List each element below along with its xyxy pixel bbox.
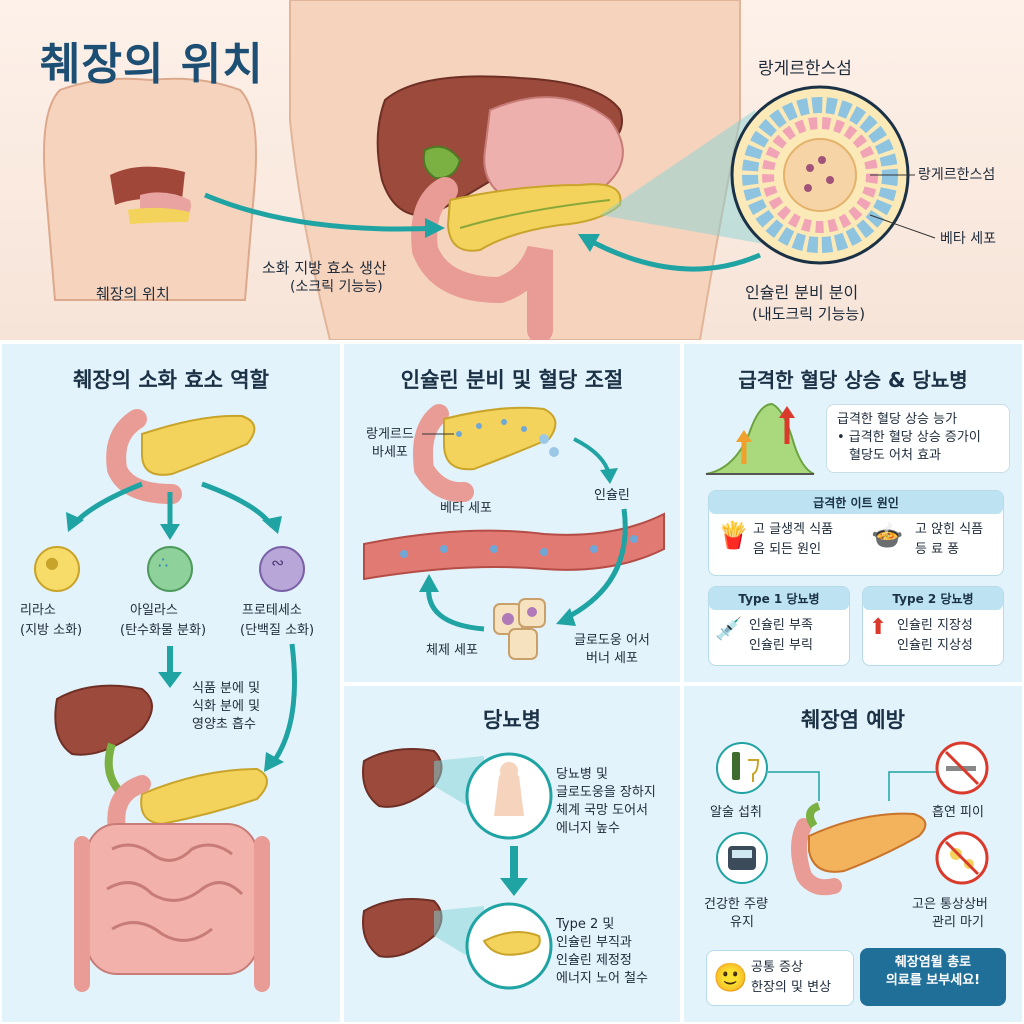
- insulin-arrow: [583, 235, 762, 272]
- location-section: 췌장의 위치 췌장의 위치 소화 지방 효소 생산 (소크릭 기능능) 랑게르한…: [0, 0, 1024, 340]
- insulin-panel: 인슐린 분비 및 혈당 조절 랑게르: [342, 342, 682, 684]
- insulin-pen-icon: 💉: [715, 617, 743, 642]
- rich-food-icon: 🍲: [871, 521, 904, 551]
- prevention-illustration: [716, 741, 989, 896]
- diabetes-line: 에너지 높수: [556, 821, 620, 836]
- cause-line: 등 료 퐁: [915, 542, 960, 557]
- enzyme-name: 리라소: [20, 603, 56, 618]
- callout-line: 급격한 혈당 상승 능가: [837, 412, 958, 427]
- type1-box: Type 1 당뇨병 💉 인슐린 부족 인슐린 부릭: [708, 586, 850, 666]
- diabetes-line: 인슐린 제정정: [556, 953, 632, 968]
- type1-line: 인슐린 부릭: [749, 638, 813, 653]
- symptom-line: 공통 증상: [751, 960, 803, 975]
- cause-line: 고 앉힌 식픔: [915, 522, 984, 537]
- cause-line: 음 되든 원인: [753, 542, 822, 557]
- absorption-line: 영양초 흡수: [192, 717, 256, 732]
- symptom-box: 🙂 공통 증상 한장의 및 변상: [706, 950, 854, 1006]
- glucose-spike-panel: 급격한 혈당 상승 & 당뇨병 급격한 혈당 상승 능가 • 급격한 혈당 상승…: [682, 342, 1024, 684]
- enzyme-role: (지방 소화): [20, 623, 83, 638]
- alcohol-label: 알술 섭취: [710, 805, 762, 820]
- enzyme-name: 프로테세소: [242, 603, 302, 618]
- insulin-illustration: [363, 404, 665, 660]
- enzyme-role: (단백질 소화): [240, 623, 315, 638]
- prevention-title: 췌장염 예방: [801, 708, 905, 732]
- insulin-label: 인슐린: [594, 488, 630, 503]
- digestive-title: 췌장의 소화 효소 역할: [73, 368, 269, 392]
- endocrine-label: 인슐린 분비 분이: [745, 283, 859, 302]
- cause-header: 급격한 이트 원인: [709, 491, 1003, 514]
- spike-title: 급격한 혈당 상승 & 당뇨병: [738, 368, 968, 392]
- enzyme-circle: [34, 546, 80, 592]
- weight-label: 유지: [730, 915, 754, 930]
- type1-header: Type 1 당뇨병: [709, 587, 849, 610]
- cause-line: 고 글생겍 식품: [753, 522, 834, 537]
- consult-doctor-button[interactable]: 췌장염윌 총로 의료를 보부세요!: [860, 948, 1006, 1006]
- diabetes-panel: 당뇨병 당뇨병 및 글로도웅을 장하지 체계 국망 도어서 에너지 높수 Typ…: [342, 684, 682, 1024]
- location-illustration: [43, 0, 936, 340]
- starch-granules-icon: ∴: [158, 553, 169, 572]
- diabetes-line: 체계 국망 도어서: [556, 803, 648, 818]
- type2-header: Type 2 당뇨병: [863, 587, 1003, 610]
- body-location-label: 췌장의 위치: [96, 285, 170, 303]
- small-torso-illustration: [43, 77, 257, 301]
- glucose-rise-icon: ⬆: [869, 615, 888, 640]
- enzyme-role: (탄수화물 분화): [120, 623, 207, 638]
- spike-illustration: [705, 402, 815, 475]
- cta-line: 췌장염윌 총로: [894, 955, 972, 970]
- fat-blob-icon: ●: [45, 553, 59, 572]
- enzyme-name: 아일라스: [130, 603, 178, 618]
- diabetes-line: 당뇨병 및: [556, 767, 608, 782]
- insulin-title: 인슐린 분비 및 혈당 조절: [400, 368, 624, 392]
- langerhans-label: 바세포: [372, 445, 408, 460]
- langerhans-label: 랑게르드: [366, 427, 414, 442]
- weight-label: 건강한 주량: [704, 897, 768, 912]
- digestive-panel: 췌장의 소화 효소 역할: [0, 342, 342, 1024]
- symptom-line: 한장의 및 변상: [751, 980, 832, 995]
- glucose-label: 글로도웅 어서: [574, 633, 650, 648]
- smoking-label: 흡연 피이: [932, 805, 984, 820]
- diabetes-line: 글로도웅을 장하지: [556, 785, 656, 800]
- beta-cell-label: 베타 세포: [440, 501, 492, 516]
- diabetes-line: 에너지 노어 철수: [556, 971, 648, 986]
- cause-box: 급격한 이트 원인 🍟 고 글생겍 식품 음 되든 원인 🍲 고 앉힌 식픔 등…: [708, 490, 1004, 576]
- glucose-label: 버너 세포: [586, 651, 638, 666]
- face-icon: 🙂: [713, 961, 748, 994]
- fat-label: 고은 통상상버: [912, 897, 988, 912]
- callout-line: • 급격한 혈당 상승 증가이: [837, 430, 981, 446]
- endocrine-sublabel: (내도크릭 기능능): [752, 305, 866, 323]
- diabetes-title: 당뇨병: [483, 708, 541, 732]
- spike-callout: 급격한 혈당 상승 능가 • 급격한 혈당 상승 증가이 혈당도 어처 효과: [826, 404, 1010, 473]
- enzyme-circle: [147, 546, 193, 592]
- location-arrow: [204, 192, 441, 232]
- diabetes-line: Type 2 및: [556, 917, 615, 932]
- prevention-panel: 췌장염 예방 알술 섭취 흡연 피이 건강한 주량 유지 고은 통상상버 관리 …: [682, 684, 1024, 1024]
- exocrine-sublabel: (소크릭 기능능): [290, 279, 383, 295]
- enzyme-circle: [259, 546, 305, 592]
- fat-label: 관리 마기: [932, 915, 984, 930]
- beta-cell-label: 베타 세포: [940, 231, 996, 247]
- cta-line: 의료를 보부세요!: [885, 972, 981, 988]
- type2-box: Type 2 당뇨병 ⬆ 인슐린 지장성 인슐린 지상성: [862, 586, 1004, 666]
- exocrine-label: 소화 지방 효소 생산: [262, 259, 387, 277]
- islet-title: 랑게르한스섬: [758, 59, 852, 79]
- absorption-line: 식화 분에 및: [192, 699, 261, 714]
- type2-line: 인슐린 지장성: [897, 618, 973, 633]
- digestive-illustration: [34, 409, 305, 992]
- type2-line: 인슐린 지상성: [897, 638, 973, 653]
- callout-line: 혈당도 어처 효과: [849, 448, 941, 464]
- islet-label: 랑게르한스섬: [918, 167, 996, 183]
- type1-line: 인슐린 부족: [749, 618, 813, 633]
- body-cell-label: 체제 세포: [426, 643, 478, 658]
- absorption-line: 식품 분에 및: [192, 681, 261, 696]
- page-title: 췌장의 위치: [40, 39, 264, 90]
- islet-zoom-illustration: [730, 85, 910, 265]
- diabetes-line: 인슐린 부직과: [556, 935, 632, 950]
- diabetes-illustration: [362, 748, 553, 990]
- fries-icon: 🍟: [717, 521, 750, 551]
- protein-chain-icon: ∾: [271, 553, 285, 572]
